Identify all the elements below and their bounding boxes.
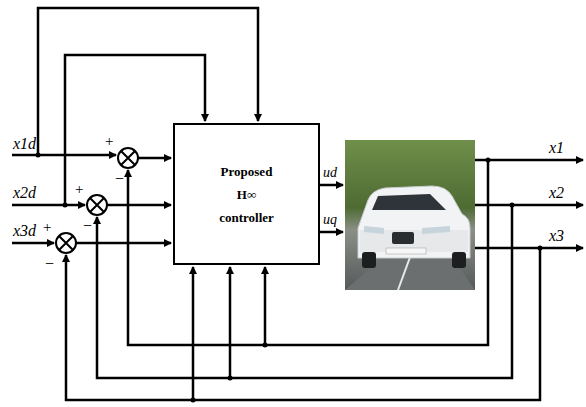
controller-label: Proposed H∞ controller bbox=[211, 160, 283, 229]
output-signal: x2 bbox=[548, 185, 565, 201]
vehicle-picture bbox=[345, 140, 475, 290]
reference-signal: x3d bbox=[12, 223, 37, 239]
sign-plus: + bbox=[42, 220, 52, 235]
sign-minus: − bbox=[44, 256, 55, 272]
control-signal: ud bbox=[322, 166, 338, 180]
reference-signal: x2d bbox=[12, 185, 37, 201]
output-signal: x1 bbox=[548, 140, 565, 156]
reference-signal: x1d bbox=[12, 136, 37, 152]
sign-minus: − bbox=[82, 218, 93, 234]
summing-junctions bbox=[56, 148, 138, 253]
control-signal: uq bbox=[322, 213, 338, 227]
sign-minus: − bbox=[114, 171, 125, 187]
controller-box: Proposed H∞ controller bbox=[173, 123, 320, 265]
signal-wires bbox=[12, 8, 583, 400]
output-signal: x3 bbox=[548, 228, 565, 244]
sign-plus: + bbox=[74, 182, 84, 197]
sign-plus: + bbox=[104, 134, 114, 149]
